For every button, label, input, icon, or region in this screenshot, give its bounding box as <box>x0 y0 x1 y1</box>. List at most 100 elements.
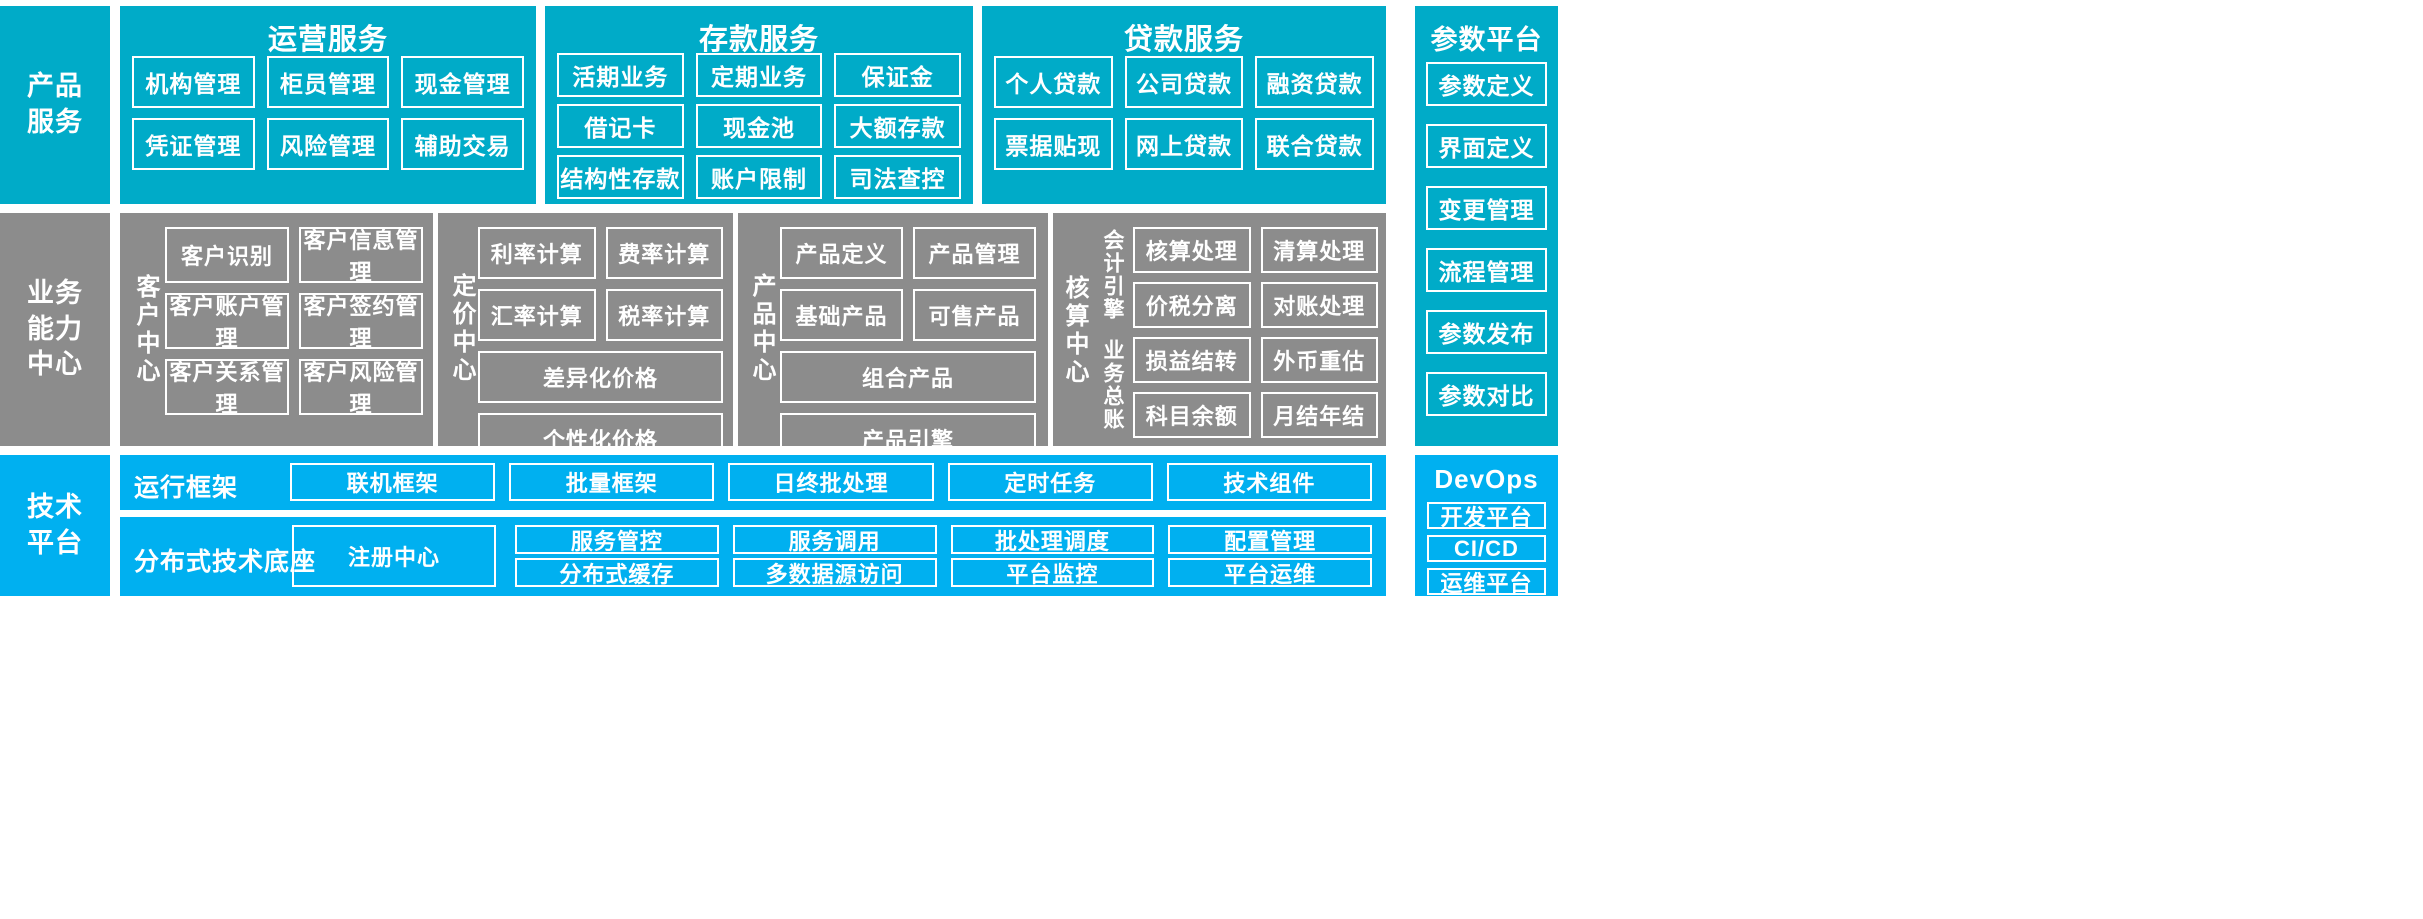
service-item[interactable]: 定期业务 <box>695 53 823 97</box>
center-item[interactable]: 基础产品 <box>780 289 903 341</box>
group-parameter-platform: 参数平台 参数定义 界面定义 变更管理 流程管理 参数发布 参数对比 <box>1415 6 1558 446</box>
parameter-item[interactable]: 界面定义 <box>1426 124 1547 168</box>
center-sublabel-business-ledger: 业务总账 <box>1101 338 1124 431</box>
parameter-item[interactable]: 参数对比 <box>1426 372 1547 416</box>
group-runtime-framework: 运行框架 联机框架 批量框架 日终批处理 定时任务 技术组件 <box>120 455 1386 510</box>
accounting-item[interactable]: 核算处理 <box>1133 227 1251 273</box>
base-item[interactable]: 平台监控 <box>950 558 1155 587</box>
service-item[interactable]: 公司贷款 <box>1124 56 1244 108</box>
business-label-line2: 能力 <box>27 313 83 344</box>
service-item[interactable]: 机构管理 <box>132 56 255 108</box>
accounting-item[interactable]: 科目余额 <box>1133 392 1251 438</box>
center-item[interactable]: 可售产品 <box>913 289 1036 341</box>
center-product: 产品中心 产品定义 产品管理 基础产品 可售产品 组合产品 产品引擎 <box>738 213 1048 465</box>
service-item[interactable]: 辅助交易 <box>401 118 524 170</box>
product-service-label-line2: 服务 <box>27 107 83 137</box>
group-title-parameter-platform: 参数平台 <box>1430 25 1543 55</box>
group-title-operation-service: 运营服务 <box>267 24 388 56</box>
base-item[interactable]: 分布式缓存 <box>515 558 719 587</box>
base-item[interactable]: 批处理调度 <box>950 525 1155 554</box>
runtime-item[interactable]: 日终批处理 <box>728 463 934 501</box>
group-distributed-base: 分布式技术底座 注册中心 服务管控 服务调用 批处理调度 配置管理 分布式缓存 … <box>120 517 1386 596</box>
layer-label-product-service: 产品 服务 <box>0 6 110 204</box>
service-item[interactable]: 结构性存款 <box>557 155 684 199</box>
service-item[interactable]: 活期业务 <box>557 53 684 97</box>
center-item[interactable]: 客户关系管理 <box>165 359 289 417</box>
base-item[interactable]: 多数据源访问 <box>732 558 937 587</box>
runtime-item[interactable]: 联机框架 <box>290 463 496 501</box>
parameter-item[interactable]: 变更管理 <box>1426 186 1547 230</box>
service-item[interactable]: 联合贷款 <box>1255 118 1374 170</box>
group-title-distributed-base: 分布式技术底座 <box>134 548 317 576</box>
base-item[interactable]: 服务调用 <box>732 525 937 554</box>
center-item-wide[interactable]: 组合产品 <box>780 351 1036 403</box>
parameter-item[interactable]: 流程管理 <box>1426 248 1547 292</box>
service-item[interactable]: 大额存款 <box>834 104 961 148</box>
service-item[interactable]: 现金管理 <box>401 56 524 108</box>
layer-label-business-capability: 业务 能力 中心 <box>0 213 110 446</box>
runtime-item[interactable]: 定时任务 <box>947 463 1153 501</box>
group-title-deposit-service: 存款服务 <box>698 24 819 56</box>
service-item[interactable]: 风险管理 <box>266 118 390 170</box>
product-service-label-line1: 产品 <box>27 71 83 102</box>
registry-center-item[interactable]: 注册中心 <box>292 525 496 587</box>
center-item[interactable]: 客户信息管理 <box>299 227 423 285</box>
runtime-item[interactable]: 批量框架 <box>509 463 715 501</box>
service-item[interactable]: 账户限制 <box>695 155 823 199</box>
accounting-item[interactable]: 月结年结 <box>1260 392 1378 438</box>
parameter-item[interactable]: 参数发布 <box>1426 310 1547 354</box>
business-label-line1: 业务 <box>27 278 83 309</box>
service-item[interactable]: 个人贷款 <box>994 56 1113 108</box>
base-item[interactable]: 平台运维 <box>1168 558 1372 587</box>
center-item[interactable]: 汇率计算 <box>478 289 596 341</box>
tech-label-line2: 平台 <box>27 527 83 558</box>
accounting-item[interactable]: 对账处理 <box>1260 282 1378 328</box>
center-sublabel-accounting-engine: 会计引擎 <box>1101 228 1124 321</box>
accounting-item[interactable]: 损益结转 <box>1133 337 1251 383</box>
center-item[interactable]: 产品管理 <box>913 227 1036 279</box>
service-item[interactable]: 票据贴现 <box>994 118 1113 170</box>
service-item[interactable]: 保证金 <box>834 53 961 97</box>
devops-item[interactable]: 运维平台 <box>1427 568 1546 596</box>
service-item[interactable]: 柜员管理 <box>266 56 390 108</box>
center-item[interactable]: 客户账户管理 <box>165 293 289 351</box>
center-item[interactable]: 客户识别 <box>165 227 289 283</box>
center-item[interactable]: 客户风险管理 <box>299 359 423 417</box>
group-title-runtime-framework: 运行框架 <box>134 474 239 502</box>
business-label-line3: 中心 <box>27 349 83 380</box>
center-item[interactable]: 利率计算 <box>478 227 596 279</box>
base-item[interactable]: 配置管理 <box>1168 525 1372 554</box>
center-item[interactable]: 税率计算 <box>605 289 723 341</box>
center-item[interactable]: 产品定义 <box>780 227 903 279</box>
service-item[interactable]: 融资贷款 <box>1255 56 1374 108</box>
base-item[interactable]: 服务管控 <box>515 525 719 554</box>
group-deposit-service: 存款服务 活期业务 定期业务 保证金 借记卡 现金池 大额存款 结构性存款 账户… <box>545 6 973 204</box>
group-operation-service: 运营服务 机构管理 柜员管理 现金管理 凭证管理 风险管理 辅助交易 <box>120 6 536 204</box>
center-item-wide[interactable]: 差异化价格 <box>478 351 723 403</box>
runtime-item[interactable]: 技术组件 <box>1166 463 1372 501</box>
accounting-item[interactable]: 清算处理 <box>1260 227 1378 273</box>
accounting-item[interactable]: 外币重估 <box>1260 337 1378 383</box>
accounting-item[interactable]: 价税分离 <box>1133 282 1251 328</box>
center-item[interactable]: 客户签约管理 <box>299 293 423 351</box>
center-label-pricing: 定价中心 <box>448 273 475 385</box>
service-item[interactable]: 司法查控 <box>834 155 961 199</box>
service-item[interactable]: 凭证管理 <box>132 118 255 170</box>
center-label-accounting: 核算中心 <box>1061 275 1088 387</box>
center-label-product: 产品中心 <box>748 273 775 385</box>
group-loan-service: 贷款服务 个人贷款 公司贷款 融资贷款 票据贴现 网上贷款 联合贷款 <box>982 6 1386 204</box>
parameter-item[interactable]: 参数定义 <box>1426 62 1547 106</box>
group-title-loan-service: 贷款服务 <box>1123 24 1244 56</box>
service-item[interactable]: 网上贷款 <box>1124 118 1244 170</box>
service-item[interactable]: 借记卡 <box>557 104 684 148</box>
layer-label-technical-platform: 技术 平台 <box>0 455 110 596</box>
devops-item[interactable]: CI/CD <box>1427 535 1546 562</box>
center-pricing: 定价中心 利率计算 费率计算 汇率计算 税率计算 差异化价格 个性化价格 <box>438 213 733 465</box>
center-item[interactable]: 费率计算 <box>605 227 723 279</box>
center-accounting: 核算中心 会计引擎 业务总账 核算处理 清算处理 价税分离 对账处理 损益结转 … <box>1053 213 1386 446</box>
group-devops: DevOps 开发平台 CI/CD 运维平台 <box>1415 455 1558 596</box>
devops-item[interactable]: 开发平台 <box>1427 502 1546 530</box>
service-item[interactable]: 现金池 <box>695 104 823 148</box>
center-label-customer: 客户中心 <box>132 274 159 386</box>
